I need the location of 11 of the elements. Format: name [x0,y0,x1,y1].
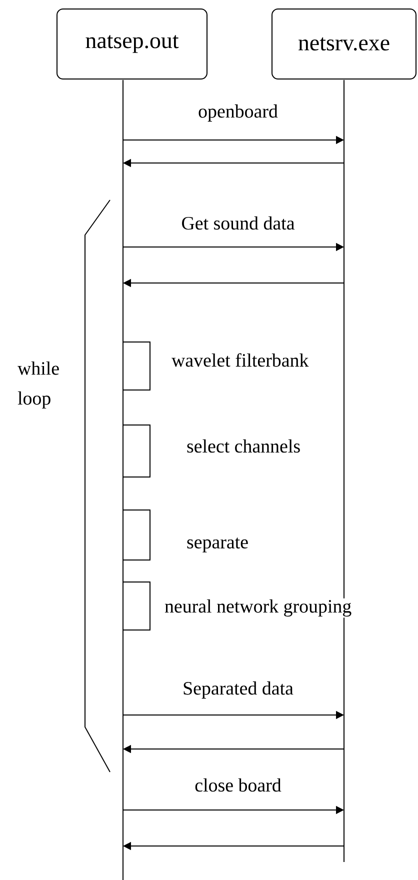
edge-label: openboard [197,103,279,123]
edge-label: Get sound data [180,215,296,231]
step-label: neural network grouping [164,598,353,618]
step-label: separate [186,536,250,554]
loop-label: while loop [18,362,59,409]
edge-label: close board [194,777,282,793]
lifeline-box: netsrv.exe [272,8,416,80]
lifeline-box: natsep.out [56,8,208,80]
step-label: select channels [186,438,302,454]
edge-label: Separated data [182,680,294,700]
step-label: wavelet filterbank [170,352,310,368]
